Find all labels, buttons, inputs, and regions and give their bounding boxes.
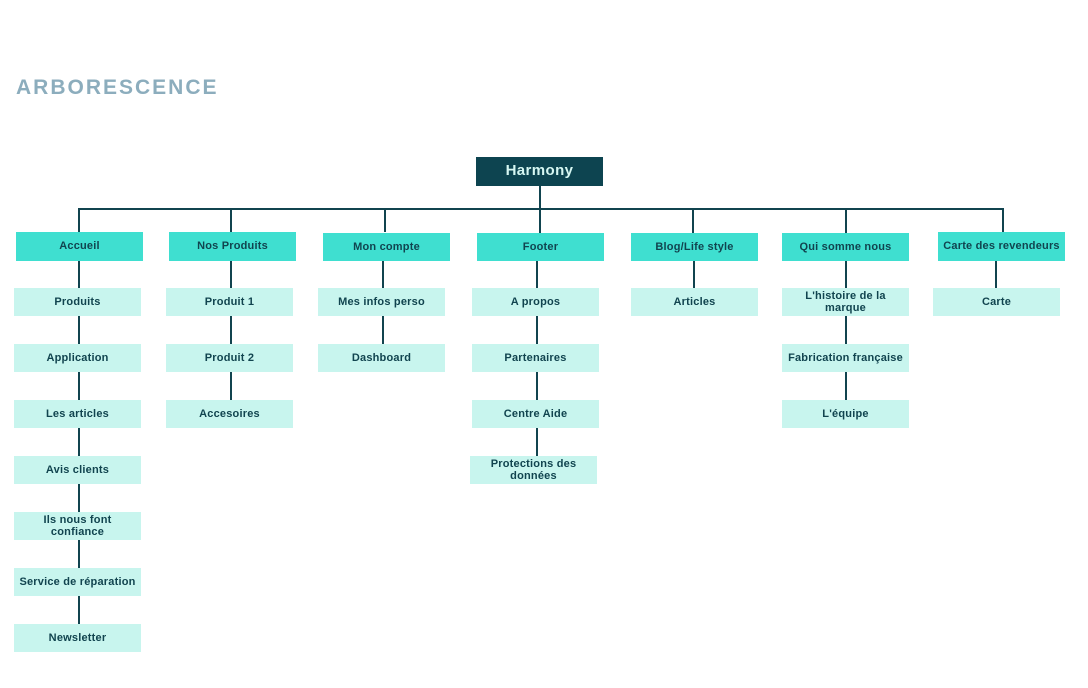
node-label: Application bbox=[46, 351, 109, 364]
node-accesoires[interactable]: Accesoires bbox=[166, 400, 293, 428]
node-nos-produits[interactable]: Nos Produits bbox=[169, 232, 296, 261]
connector-col1-1 bbox=[78, 261, 80, 288]
node-label: Accueil bbox=[59, 240, 100, 253]
node-label: Accesoires bbox=[199, 407, 260, 420]
node-label: A propos bbox=[510, 295, 561, 308]
node-label: Centre Aide bbox=[503, 407, 568, 420]
node-lequipe[interactable]: L'équipe bbox=[782, 400, 909, 428]
node-label: Dashboard bbox=[351, 351, 412, 364]
node-produit-2[interactable]: Produit 2 bbox=[166, 344, 293, 372]
node-mon-compte[interactable]: Mon compte bbox=[323, 233, 450, 261]
connector-col4-1 bbox=[536, 261, 538, 288]
node-produit-1[interactable]: Produit 1 bbox=[166, 288, 293, 316]
connector-col4-3 bbox=[536, 372, 538, 400]
node-label: Fabrication française bbox=[788, 351, 903, 364]
connector-col1-5 bbox=[78, 484, 80, 512]
node-label: Avis clients bbox=[45, 463, 110, 476]
node-carte-des-revendeurs[interactable]: Carte des revendeurs bbox=[938, 232, 1065, 261]
node-label: Mes infos perso bbox=[338, 295, 425, 308]
connector-col6-2 bbox=[845, 316, 847, 344]
node-avis-clients[interactable]: Avis clients bbox=[14, 456, 141, 484]
connector-bus bbox=[79, 208, 1004, 210]
node-qui-somme-nous[interactable]: Qui somme nous bbox=[782, 233, 909, 261]
connector-col1-7 bbox=[78, 596, 80, 624]
connector-col2-3 bbox=[230, 372, 232, 400]
node-les-articles[interactable]: Les articles bbox=[14, 400, 141, 428]
node-label: L'histoire de la marque bbox=[805, 289, 886, 314]
node-label: Service de réparation bbox=[19, 575, 136, 588]
node-label: L'équipe bbox=[822, 407, 869, 420]
node-label: Mon compte bbox=[353, 240, 420, 253]
connector-bus-to-col3 bbox=[384, 208, 386, 232]
connector-bus-to-col2 bbox=[230, 208, 232, 232]
connector-bus-to-col5 bbox=[692, 208, 694, 233]
node-protections-des-donnees[interactable]: Protections des données bbox=[470, 456, 597, 484]
node-produits[interactable]: Produits bbox=[14, 288, 141, 316]
connector-col4-2 bbox=[536, 316, 538, 344]
node-label: Les articles bbox=[46, 407, 109, 420]
node-label: Articles bbox=[673, 295, 716, 308]
node-label: Produit 1 bbox=[204, 295, 255, 308]
node-label: Blog/Life style bbox=[655, 240, 734, 253]
node-application[interactable]: Application bbox=[14, 344, 141, 372]
node-articles[interactable]: Articles bbox=[631, 288, 758, 316]
node-partenaires[interactable]: Partenaires bbox=[472, 344, 599, 372]
node-label: Carte des revendeurs bbox=[943, 240, 1060, 253]
connector-col1-4 bbox=[78, 428, 80, 456]
page-title: ARBORESCENCE bbox=[16, 76, 219, 99]
connector-root-drop bbox=[539, 186, 541, 209]
node-ils-nous-font-confiance[interactable]: Ils nous font confiance bbox=[14, 512, 141, 540]
node-label: Qui somme nous bbox=[799, 240, 892, 253]
node-accueil[interactable]: Accueil bbox=[16, 232, 143, 261]
node-label: Ils nous font confiance bbox=[43, 513, 112, 538]
node-lhistoire-de-la-marque[interactable]: L'histoire de la marque bbox=[782, 288, 909, 316]
connector-col2-2 bbox=[230, 316, 232, 344]
node-label: Newsletter bbox=[48, 631, 107, 644]
connector-bus-to-col7 bbox=[1002, 208, 1004, 232]
connector-col4-4 bbox=[536, 428, 538, 456]
node-newsletter[interactable]: Newsletter bbox=[14, 624, 141, 652]
node-fabrication-francaise[interactable]: Fabrication française bbox=[782, 344, 909, 372]
connector-col3-2 bbox=[382, 316, 384, 344]
connector-col5-1 bbox=[693, 261, 695, 288]
connector-col2-1 bbox=[230, 261, 232, 288]
connector-col1-6 bbox=[78, 540, 80, 568]
node-carte[interactable]: Carte bbox=[933, 288, 1060, 316]
node-dashboard[interactable]: Dashboard bbox=[318, 344, 445, 372]
node-label: Harmony bbox=[505, 162, 574, 180]
connector-col7-1 bbox=[995, 261, 997, 288]
node-a-propos[interactable]: A propos bbox=[472, 288, 599, 316]
node-label: Produits bbox=[54, 295, 101, 308]
connector-col6-1 bbox=[845, 261, 847, 288]
connector-col1-3 bbox=[78, 372, 80, 400]
node-label: Protections des données bbox=[490, 457, 577, 482]
node-label: Carte bbox=[981, 295, 1012, 308]
node-blog-life-style[interactable]: Blog/Life style bbox=[631, 233, 758, 261]
node-centre-aide[interactable]: Centre Aide bbox=[472, 400, 599, 428]
node-label: Partenaires bbox=[504, 351, 567, 364]
node-label: Produit 2 bbox=[204, 351, 255, 364]
node-mes-infos-perso[interactable]: Mes infos perso bbox=[318, 288, 445, 316]
node-label: Footer bbox=[522, 240, 559, 253]
connector-col3-1 bbox=[382, 261, 384, 288]
node-footer[interactable]: Footer bbox=[477, 233, 604, 261]
connector-bus-to-col1 bbox=[78, 208, 80, 232]
connector-col6-3 bbox=[845, 372, 847, 400]
connector-bus-to-col6 bbox=[845, 208, 847, 233]
node-root-harmony[interactable]: Harmony bbox=[476, 157, 603, 186]
connector-col1-2 bbox=[78, 316, 80, 344]
node-label: Nos Produits bbox=[197, 240, 268, 253]
connector-bus-to-col4 bbox=[539, 208, 541, 233]
node-service-de-reparation[interactable]: Service de réparation bbox=[14, 568, 141, 596]
